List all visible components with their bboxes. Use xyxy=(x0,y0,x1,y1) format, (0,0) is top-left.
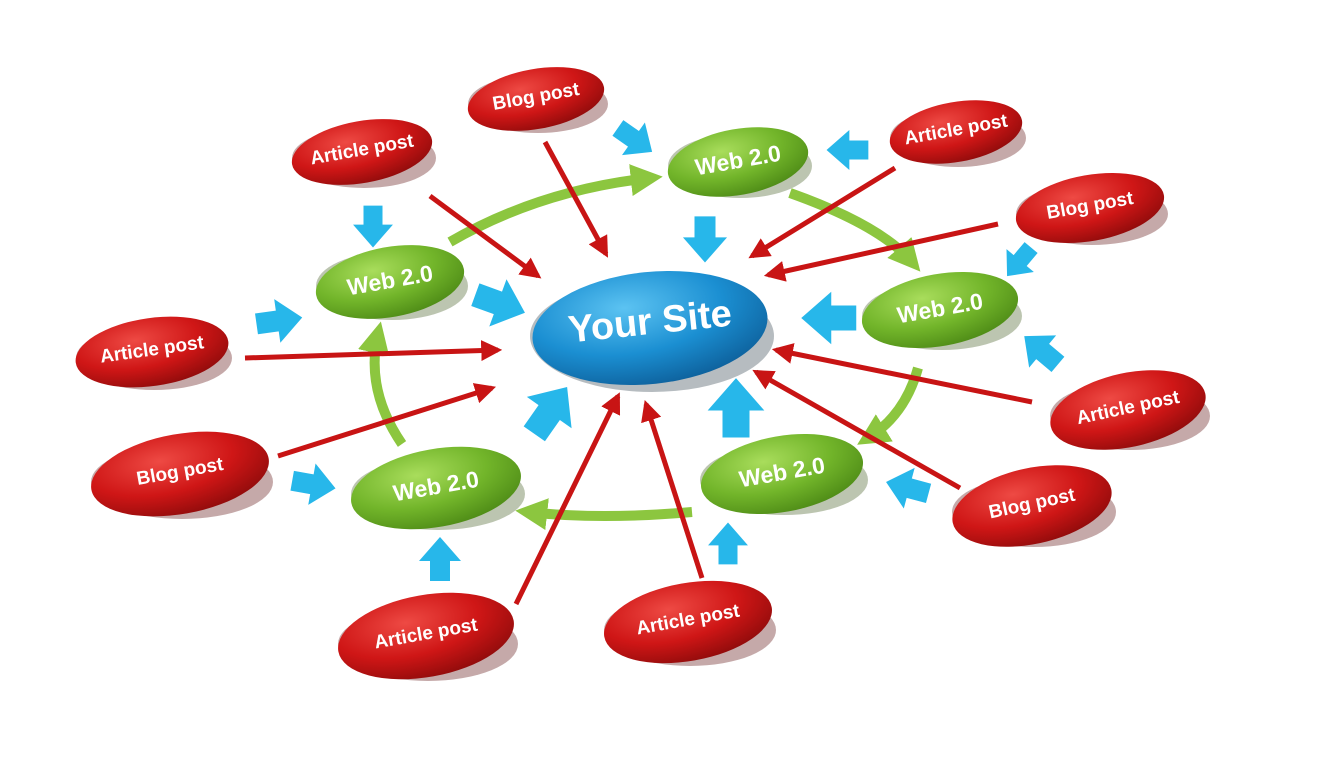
post-node-9: Blog post xyxy=(952,465,1116,547)
red-arrow-4 xyxy=(763,221,999,282)
green-arrow-5 xyxy=(358,321,407,447)
blue-arrow-6 xyxy=(886,467,932,509)
blue-arrow-3 xyxy=(290,463,336,505)
post-node-4: Blog post xyxy=(1015,172,1168,245)
web-node-bottom-right: Web 2.0 xyxy=(700,433,868,515)
blue-arrow-2 xyxy=(255,299,303,343)
post-node-1: Article post xyxy=(291,119,436,188)
red-arrow-1 xyxy=(542,140,609,258)
post-node-3: Article post xyxy=(889,100,1026,167)
blue-link-arrows xyxy=(255,120,1065,581)
red-arrow-10 xyxy=(641,400,705,579)
red-arrow-2 xyxy=(428,193,542,279)
your-site-node: Your Site xyxy=(530,270,774,392)
post-node-2: Blog post xyxy=(467,67,608,133)
blue-arrow-13 xyxy=(801,291,857,345)
blue-arrow-1 xyxy=(353,205,393,248)
post-node-5: Article post xyxy=(75,316,232,390)
blue-arrow-8 xyxy=(1006,242,1038,277)
post-node-10: Article post xyxy=(604,580,776,666)
blue-arrow-9 xyxy=(826,130,869,170)
green-arrow-4 xyxy=(515,498,693,531)
post-node-6: Blog post xyxy=(91,431,273,519)
blue-arrow-14 xyxy=(707,378,765,438)
red-arrow-5 xyxy=(244,340,503,362)
red-arrow-7 xyxy=(771,343,1033,405)
red-arrow-8 xyxy=(752,369,962,491)
web-node-bottom-left: Web 2.0 xyxy=(351,446,525,530)
blue-arrow-10 xyxy=(612,120,653,156)
blue-arrow-15 xyxy=(523,386,572,442)
blue-arrow-11 xyxy=(471,279,525,327)
post-node-8: Article post xyxy=(338,592,518,681)
blue-arrow-7 xyxy=(1024,335,1065,373)
web-node-top: Web 2.0 xyxy=(667,127,812,198)
blue-arrow-4 xyxy=(419,537,461,581)
green-arrow-2 xyxy=(788,188,921,272)
post-node-7: Article post xyxy=(1050,370,1210,450)
red-arrow-6 xyxy=(277,383,497,459)
blue-arrow-12 xyxy=(682,216,728,263)
web-node-right: Web 2.0 xyxy=(861,271,1022,350)
red-arrow-9 xyxy=(513,392,621,606)
red-arrow-3 xyxy=(748,165,897,259)
red-link-arrows xyxy=(244,140,1033,606)
web-node-left: Web 2.0 xyxy=(315,245,468,320)
blue-arrow-5 xyxy=(708,522,748,565)
